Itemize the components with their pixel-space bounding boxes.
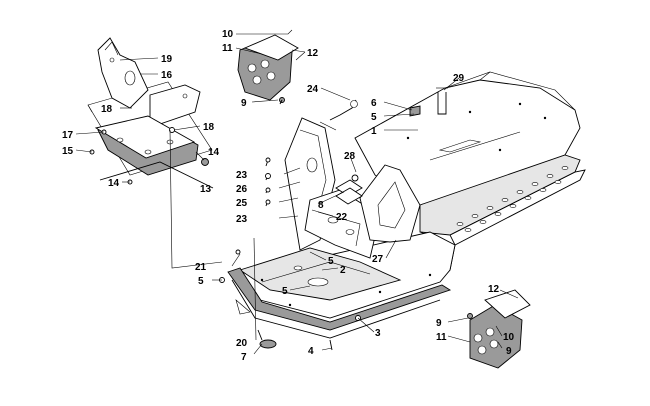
- label-6: 6: [371, 98, 377, 109]
- label-8: 7: [241, 352, 247, 363]
- label-3: 3: [375, 328, 381, 339]
- bottom-mount-plate: [467, 289, 531, 369]
- bracket-assembly: [87, 37, 214, 189]
- label-4: 4: [308, 346, 314, 357]
- cable-24: [319, 99, 358, 131]
- label-1: 1: [371, 126, 377, 137]
- label-14-left: 14: [108, 178, 120, 189]
- label-5-low: 5: [282, 286, 288, 297]
- label-5-top: 5: [371, 112, 377, 123]
- label-28: 28: [344, 151, 356, 162]
- label-20: 20: [236, 338, 248, 349]
- part-labels: 10 11 12 9 19 16 18 18 17 15 14 14 13 24…: [62, 29, 515, 363]
- label-15: 15: [62, 146, 74, 157]
- label-17: 17: [62, 130, 74, 141]
- label-24: 24: [307, 84, 319, 95]
- label-11-bottom: 11: [436, 332, 447, 343]
- label-19: 19: [161, 54, 173, 65]
- label-5-mid: 5: [328, 256, 334, 267]
- label-12-bottom: 12: [488, 284, 500, 295]
- chassis-assembly: [227, 71, 586, 339]
- label-26: 26: [236, 184, 248, 195]
- label-5-left: 5: [198, 276, 204, 287]
- label-18-left: 18: [101, 104, 113, 115]
- label-13: 13: [200, 184, 212, 195]
- label-18-right: 18: [203, 122, 215, 133]
- label-21: 21: [195, 262, 207, 273]
- label-9-bottom-right: 9: [506, 346, 512, 357]
- grab-handle-29: [436, 87, 448, 115]
- label-12-top: 12: [307, 48, 319, 59]
- label-25: 25: [236, 198, 248, 209]
- label-9-bottom-left: 9: [436, 318, 442, 329]
- running-board-holes: [456, 166, 569, 232]
- top-mount-plate: [237, 34, 299, 105]
- leader-lines: [75, 29, 519, 355]
- label-2: 2: [340, 265, 346, 276]
- label-22: 22: [336, 212, 348, 223]
- label-23-top: 23: [236, 170, 248, 181]
- label-10-top: 10: [222, 29, 234, 40]
- label-27: 27: [372, 254, 384, 265]
- label-7: 8: [318, 200, 324, 211]
- label-9-top: 9: [241, 98, 247, 109]
- label-29: 29: [453, 73, 465, 84]
- grommet-6: [409, 105, 421, 117]
- label-23-bottom: 23: [236, 214, 248, 225]
- label-10-bottom: 10: [503, 332, 515, 343]
- label-16: 16: [161, 70, 173, 81]
- label-11-top: 11: [222, 43, 233, 54]
- label-14-right: 14: [208, 147, 220, 158]
